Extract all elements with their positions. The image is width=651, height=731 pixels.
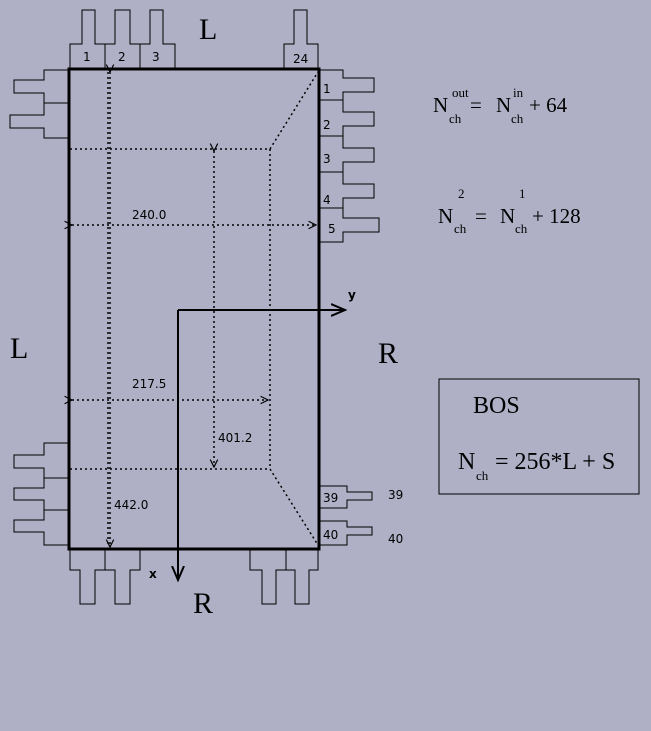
formula-n2-n1: 2 N ch = 1 N ch + 128 [438,186,581,236]
svg-text:out: out [452,85,469,100]
svg-text:=: = [475,204,487,228]
svg-text:=: = [470,93,482,117]
svg-text:N: N [496,93,511,117]
dimension-240: 240.0 [132,208,166,222]
right-connector-label-39: 39 [323,491,338,505]
dimension-442: 442.0 [114,498,148,512]
dimension-lines [72,72,316,547]
dimension-401-2: 401.2 [218,431,252,445]
svg-text:in: in [513,85,524,100]
right-connector-label-40: 40 [323,528,338,542]
svg-text:N: N [458,449,475,475]
dimension-217-5: 217.5 [132,377,166,391]
right-outer-label-39: 39 [388,488,403,502]
label-L-left: L [10,332,28,365]
label-R-bottom: R [193,587,213,620]
bos-box [438,378,640,495]
svg-text:ch: ch [476,468,489,483]
top-connector-24 [283,9,319,68]
svg-text:2: 2 [458,186,465,201]
svg-text:ch: ch [449,111,462,126]
svg-text:N: N [433,93,448,117]
right-connector-label-3: 3 [323,152,331,166]
bottom-connectors [69,550,319,605]
top-connector-label-1: 1 [83,50,91,64]
left-connectors-lower [13,442,68,546]
bos-title: BOS [473,393,520,419]
left-connectors-upper [9,69,68,139]
coordinate-axes [178,310,345,580]
formula-nout-nin: out N ch = in N ch + 64 [433,85,568,126]
right-outer-label-40: 40 [388,532,403,546]
bos-formula: N ch = 256*L + S [458,449,615,483]
top-connector-label-24: 24 [293,52,308,66]
svg-text:1: 1 [519,186,526,201]
top-connectors-left [69,9,176,68]
top-connector-label-3: 3 [152,50,160,64]
right-connector-label-1: 1 [323,82,331,96]
svg-text:+ 64: + 64 [529,93,568,117]
right-connectors [320,69,380,546]
svg-text:ch: ch [511,111,524,126]
axis-label-x: x [149,567,157,581]
label-R-right: R [378,337,398,370]
svg-text:+ 128: + 128 [532,204,581,228]
right-connector-label-5: 5 [328,222,336,236]
svg-text:ch: ch [515,221,528,236]
top-connector-label-2: 2 [118,50,126,64]
svg-text:N: N [500,204,515,228]
svg-text:= 256*L + S: = 256*L + S [495,449,615,475]
svg-text:ch: ch [454,221,467,236]
right-connector-label-4: 4 [323,193,331,207]
right-connector-label-2: 2 [323,118,331,132]
svg-text:N: N [438,204,453,228]
label-L-top: L [199,13,217,46]
axis-label-y: y [348,288,356,302]
